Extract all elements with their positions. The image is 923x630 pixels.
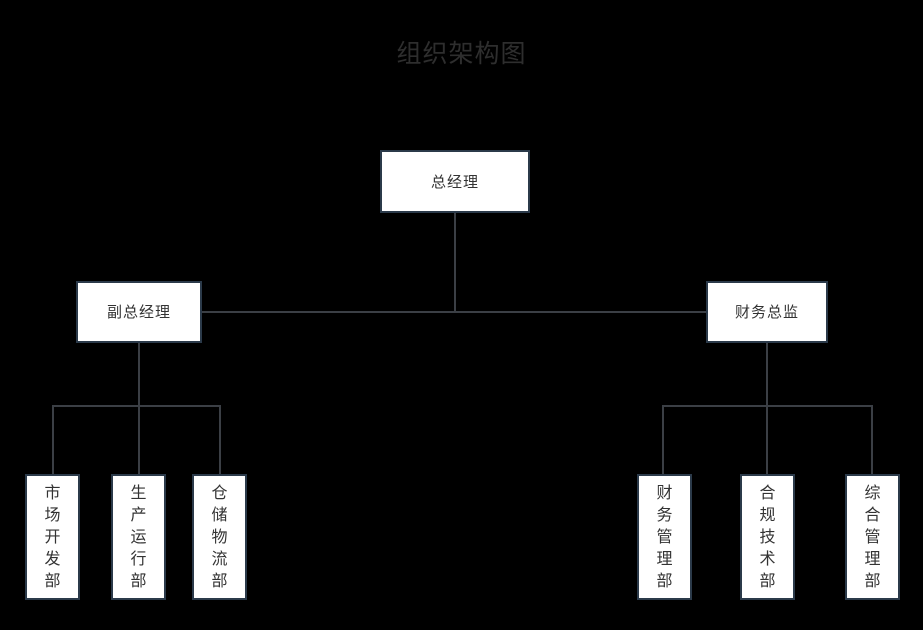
connector-dgm-to-mkt: [52, 405, 54, 475]
node-production-operations-dept[interactable]: 生产运行部: [111, 474, 166, 600]
connector-dgm-to-wh: [219, 405, 221, 475]
node-label: 副总经理: [106, 303, 171, 321]
node-label: 总经理: [430, 172, 479, 191]
connector-dgm-drop: [138, 343, 140, 406]
node-label: 市场开发部: [44, 483, 61, 590]
connector-dgm-to-prod: [138, 405, 140, 475]
connector-dgm-bus: [52, 405, 221, 407]
node-label: 财务管理部: [656, 483, 673, 590]
connector-gm-drop: [454, 213, 456, 312]
connector-cfo-to-fin: [662, 405, 664, 475]
node-warehouse-logistics-dept[interactable]: 仓储物流部: [192, 474, 247, 600]
node-financial-management-dept[interactable]: 财务管理部: [637, 474, 692, 600]
chart-title: 组织架构图: [396, 39, 527, 68]
node-general-manager[interactable]: 总经理: [380, 150, 530, 213]
connector-level2-bus: [202, 311, 706, 313]
node-general-administration-dept[interactable]: 综合管理部: [845, 474, 900, 600]
node-label: 综合管理部: [864, 483, 881, 590]
connector-cfo-to-admin: [871, 405, 873, 475]
node-label: 仓储物流部: [211, 483, 228, 590]
node-finance-director[interactable]: 财务总监: [706, 281, 828, 343]
node-compliance-technology-dept[interactable]: 合规技术部: [740, 474, 795, 600]
node-deputy-general-manager[interactable]: 副总经理: [76, 281, 202, 343]
node-label: 生产运行部: [130, 483, 147, 590]
node-market-development-dept[interactable]: 市场开发部: [25, 474, 80, 600]
node-label: 合规技术部: [759, 483, 776, 590]
connector-cfo-to-comp: [766, 405, 768, 475]
connector-cfo-drop: [766, 343, 768, 406]
node-label: 财务总监: [734, 303, 799, 321]
